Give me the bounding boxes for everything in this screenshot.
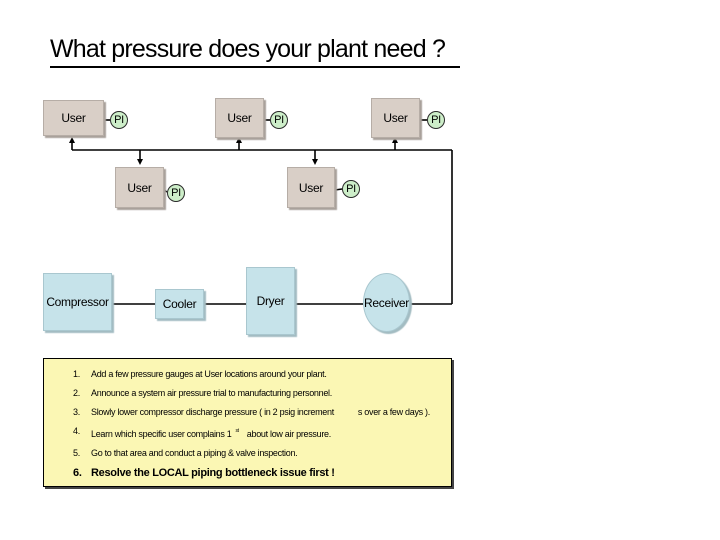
pressure-indicator-2: PI <box>270 111 288 129</box>
user-label: User <box>127 180 152 195</box>
user-label: User <box>61 111 86 125</box>
user-box-4: User <box>115 167 164 208</box>
cooler-box: Cooler <box>155 289 204 319</box>
list-item: 1. Add a few pressure gauges at User loca… <box>44 365 451 384</box>
item-number: 5. <box>73 448 80 458</box>
item-number: 1. <box>73 369 80 379</box>
item-text-continued: about low air pressure. <box>246 429 331 439</box>
arrow-up-2 <box>236 137 242 143</box>
pi-label: PI <box>274 114 284 126</box>
item-number: 3. <box>73 407 80 417</box>
item-text-continued: s over a few days ). <box>357 407 430 417</box>
item-number: 6. <box>73 467 82 479</box>
instructions-panel: 1. Add a few pressure gauges at User loca… <box>43 358 452 487</box>
pi-label: PI <box>114 114 124 126</box>
compressor-label: Compressor <box>46 295 109 309</box>
user-box-1: User <box>43 100 104 136</box>
pi-label: PI <box>346 183 356 195</box>
user-label: User <box>227 111 252 125</box>
user-box-5: User <box>287 167 335 208</box>
pressure-indicator-3: PI <box>427 111 445 129</box>
item-text: Go to that area and conduct a piping & v… <box>91 448 298 458</box>
pressure-indicator-4: PI <box>167 184 185 202</box>
list-item-emphasis: 6. Resolve the LOCAL piping bottleneck is… <box>44 463 451 483</box>
user-box-3: User <box>371 98 420 138</box>
compressor-box: Compressor <box>43 273 112 331</box>
dryer-label: Dryer <box>256 294 285 308</box>
list-item: 3. Slowly lower compressor discharge pres… <box>44 403 451 422</box>
receiver-label: Receiver <box>364 295 409 310</box>
list-item: 2. Announce a system air pressure trial t… <box>44 384 451 403</box>
user-label: User <box>298 180 324 195</box>
pressure-indicator-5: PI <box>342 180 360 198</box>
arrow-down-4 <box>137 159 143 165</box>
item-number: 2. <box>73 388 80 398</box>
page-title: What pressure does your plant need ? <box>50 32 460 68</box>
item-text: Resolve the LOCAL piping bottleneck issu… <box>91 467 335 479</box>
pi-link-4 <box>163 189 168 193</box>
user-label: User <box>383 111 408 125</box>
arrow-up-1 <box>69 137 75 143</box>
item-text: Announce a system air pressure trial to … <box>91 388 332 398</box>
user-box-2: User <box>215 98 264 138</box>
arrow-down-5 <box>312 159 318 165</box>
pressure-indicator-1: PI <box>110 111 128 129</box>
item-text: Add a few pressure gauges at User locati… <box>91 369 327 379</box>
ordinal-suffix: st <box>235 428 239 434</box>
cooler-label: Cooler <box>162 297 197 311</box>
instructions-list: 1. Add a few pressure gauges at User loca… <box>44 359 451 483</box>
pi-link-5 <box>334 188 343 191</box>
receiver-tank: Receiver <box>363 273 410 332</box>
arrow-up-3 <box>392 137 398 143</box>
pi-label: PI <box>171 187 181 199</box>
list-item: 5. Go to that area and conduct a piping &… <box>44 444 451 463</box>
item-text: Slowly lower compressor discharge pressu… <box>91 407 334 417</box>
item-text: Learn which specific user complains 1 <box>91 429 232 439</box>
dryer-box: Dryer <box>246 267 295 335</box>
item-number: 4. <box>73 426 80 436</box>
pi-label: PI <box>431 114 441 126</box>
